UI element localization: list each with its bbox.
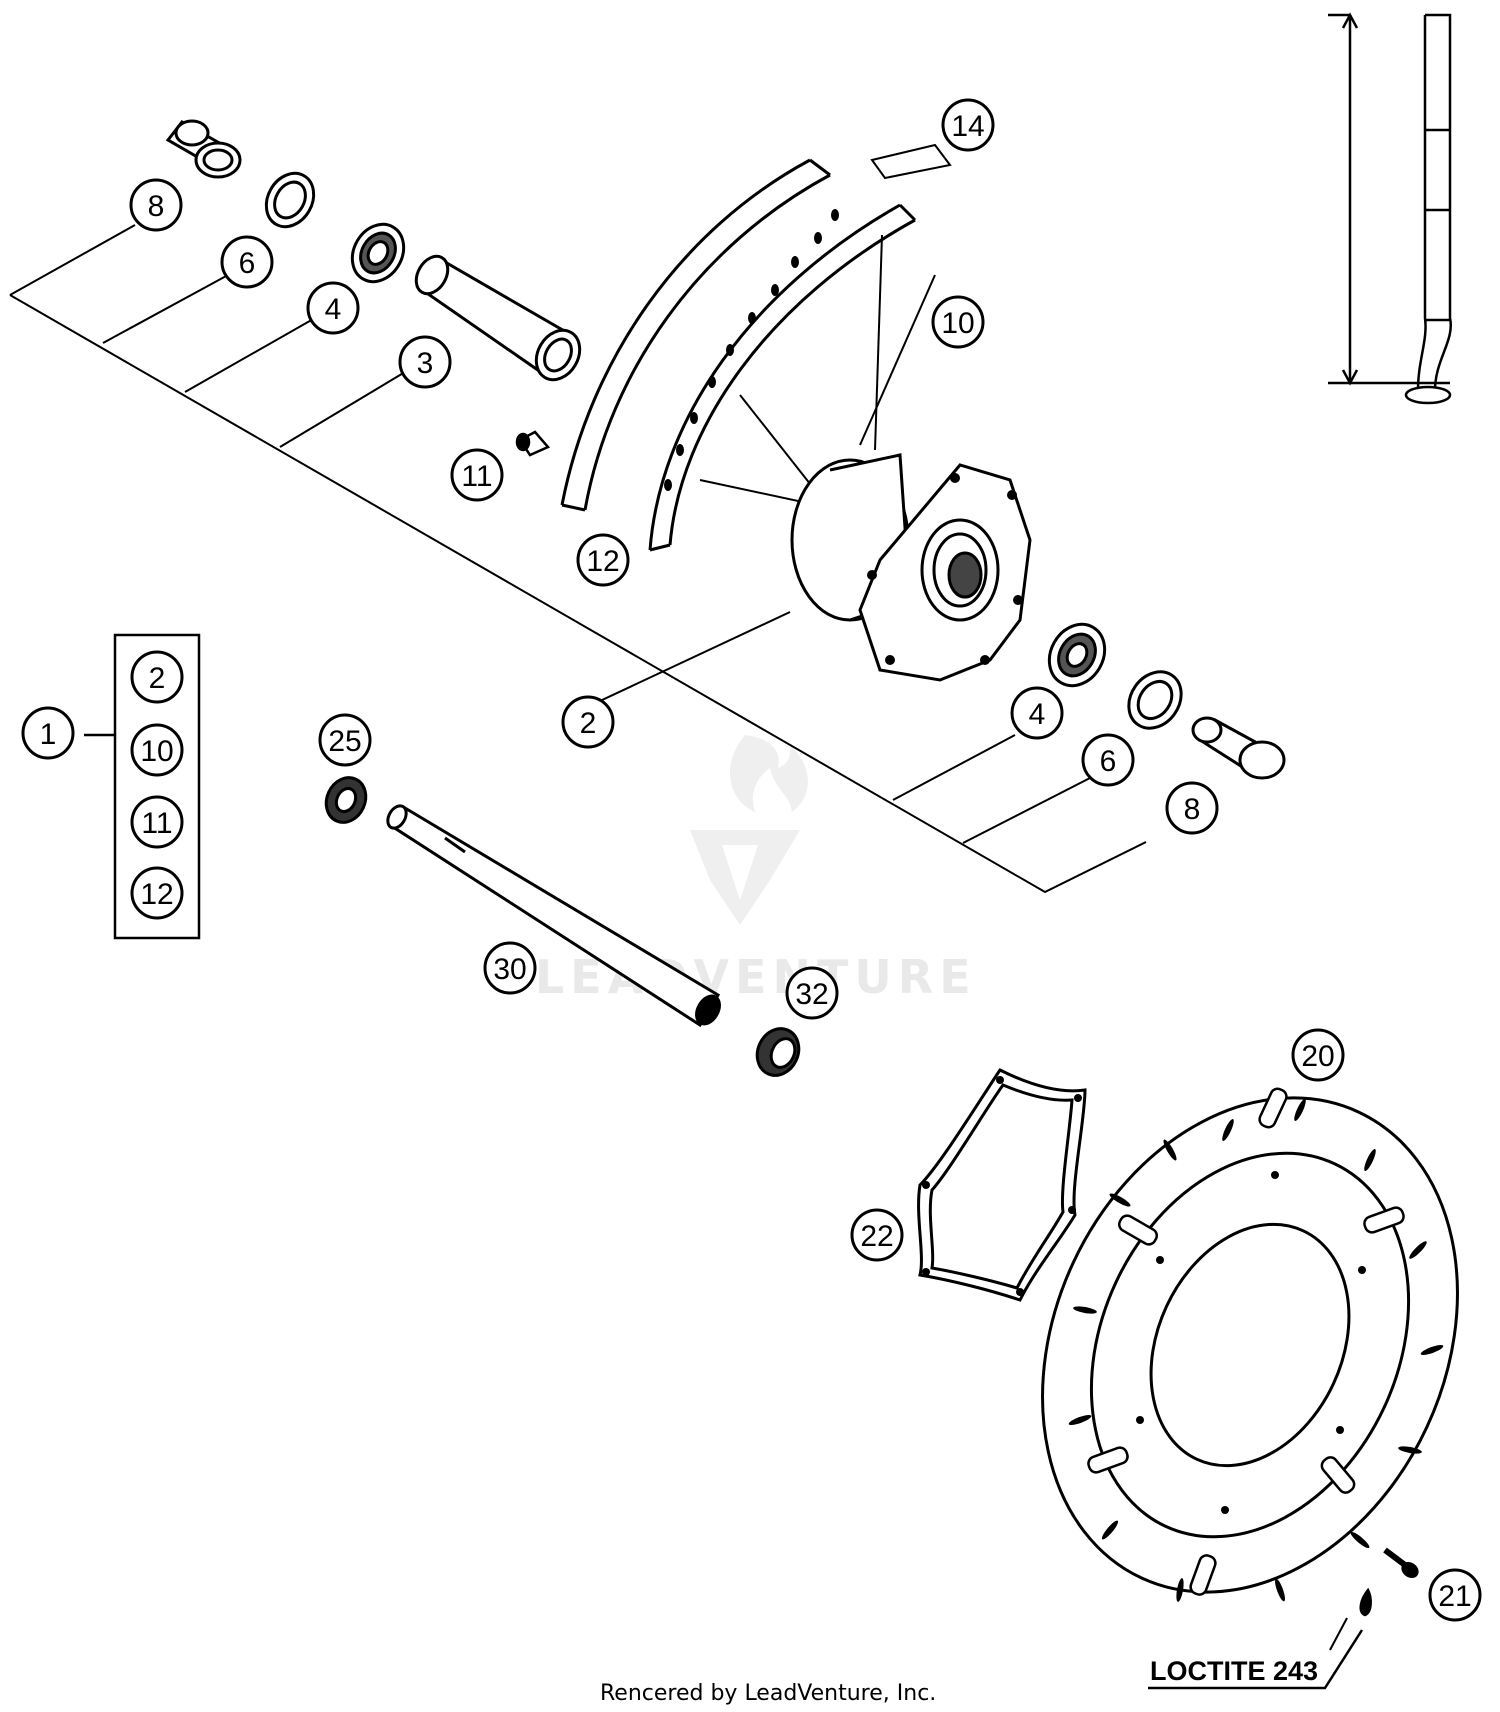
spacer-sleeve-bottom <box>1191 716 1286 780</box>
kit-callout-3-circle <box>130 866 184 920</box>
callout-c11-circle <box>450 448 504 502</box>
callout-c1-circle <box>21 706 75 760</box>
callout-c20-number: 20 <box>1301 1040 1334 1073</box>
callout-c6-bottom: 6 <box>1081 733 1135 787</box>
shaft-seal-top <box>264 171 316 229</box>
callout-c10-circle <box>931 295 985 349</box>
axle-clamp-nut <box>755 1027 801 1077</box>
shaft-seal-bottom <box>1127 670 1183 730</box>
callout-c8-top-number: 8 <box>148 190 165 223</box>
kit-callout-3-number: 12 <box>140 878 173 911</box>
callout-c2: 2 <box>561 695 615 749</box>
kit-callout-1-circle <box>130 723 184 777</box>
watermark: LEADVENTURE <box>535 735 971 1004</box>
callout-c12-number: 12 <box>586 545 619 578</box>
kit-callout-1-number: 10 <box>140 735 173 768</box>
callout-c32-number: 32 <box>795 978 828 1011</box>
loctite-text: LOCTITE 243 <box>1150 1656 1318 1686</box>
callout-c25-circle <box>318 713 372 767</box>
callout-c2-circle <box>561 695 615 749</box>
callout-c1: 1 <box>21 706 75 760</box>
callout-c6-top-circle <box>220 235 274 289</box>
rim-sticker <box>870 143 952 180</box>
spacer-sleeve-top <box>165 119 242 179</box>
callout-c3-circle <box>398 335 452 389</box>
wheel-axle <box>386 804 721 1028</box>
callout-c1-number: 1 <box>40 718 57 751</box>
callout-c4-top-circle <box>306 281 360 335</box>
callout-c25-number: 25 <box>328 725 361 758</box>
callout-c6-bottom-circle <box>1081 733 1135 787</box>
kit-callout-2-circle <box>130 795 184 849</box>
spoke-nipple <box>515 430 551 457</box>
callout-c6-top-number: 6 <box>239 247 256 280</box>
disc-adapter-plate <box>917 1068 1087 1302</box>
kit-callout-3: 12 <box>130 866 184 920</box>
callout-c3-number: 3 <box>417 347 434 380</box>
callouts: 8 6 4 3 14 10 11 12 2 4 6 8 1 25 30 32 20 22 21 2 10 11 12 <box>21 98 1482 1622</box>
spoke-length-reference <box>1328 12 1453 405</box>
callout-c21-circle <box>1428 1568 1482 1622</box>
bearing-top <box>350 222 406 284</box>
bearing-bottom <box>1047 622 1107 688</box>
callout-c22-number: 22 <box>860 1220 893 1253</box>
callout-c32: 32 <box>785 966 839 1020</box>
kit-callout-1: 10 <box>130 723 184 777</box>
callout-c14-number: 14 <box>951 110 984 143</box>
brake-disc <box>1041 1087 1459 1602</box>
kit-callout-0-circle <box>130 650 184 704</box>
callout-c8-top-circle <box>129 178 183 232</box>
callout-c30-circle <box>483 941 537 995</box>
kit-callout-2-number: 11 <box>141 807 172 840</box>
callout-c25: 25 <box>318 713 372 767</box>
callout-c30-number: 30 <box>493 953 526 986</box>
callout-c21: 21 <box>1428 1568 1482 1622</box>
callout-c8-top: 8 <box>129 178 183 232</box>
callout-c8-bottom: 8 <box>1165 781 1219 835</box>
axle-nut <box>324 776 368 824</box>
callout-c6-bottom-number: 6 <box>1100 745 1117 778</box>
callout-c10-number: 10 <box>941 307 974 340</box>
leader-lines <box>9 224 1348 1651</box>
kit-callout-0: 2 <box>130 650 184 704</box>
wheel-rim <box>560 158 917 552</box>
callout-c30: 30 <box>483 941 537 995</box>
callout-c2-number: 2 <box>580 707 597 740</box>
callout-c20-circle <box>1291 1028 1345 1082</box>
callout-c10: 10 <box>931 295 985 349</box>
loctite-label: LOCTITE 243 <box>1148 1629 1364 1690</box>
callout-c12: 12 <box>576 533 630 587</box>
callout-c6-top: 6 <box>220 235 274 289</box>
callout-c4-bottom-circle <box>1010 686 1064 740</box>
callout-c8-bottom-circle <box>1165 781 1219 835</box>
callout-c4-bottom-number: 4 <box>1029 698 1046 731</box>
callout-c14-circle <box>941 98 995 152</box>
callout-c4-top-number: 4 <box>325 293 342 326</box>
callout-c22-circle <box>850 1208 904 1262</box>
distance-bush <box>414 254 582 382</box>
kit-callout-2: 11 <box>130 795 184 849</box>
callout-c21-number: 21 <box>1438 1580 1471 1613</box>
callout-c32-circle <box>785 966 839 1020</box>
callout-c8-bottom-number: 8 <box>1184 793 1201 826</box>
callout-c20: 20 <box>1291 1028 1345 1082</box>
callout-c4-top: 4 <box>306 281 360 335</box>
callout-c22: 22 <box>850 1208 904 1262</box>
footer-credit: Rencered by LeadVenture, Inc. <box>600 1681 936 1706</box>
disc-screw <box>1359 1547 1419 1617</box>
wheel-hub <box>790 453 1032 682</box>
callout-c4-bottom: 4 <box>1010 686 1064 740</box>
callout-c14: 14 <box>941 98 995 152</box>
callout-c3: 3 <box>398 335 452 389</box>
callout-c11: 11 <box>450 448 504 502</box>
callout-c12-circle <box>576 533 630 587</box>
callout-c11-number: 11 <box>461 460 492 493</box>
kit-callout-0-number: 2 <box>149 662 166 695</box>
